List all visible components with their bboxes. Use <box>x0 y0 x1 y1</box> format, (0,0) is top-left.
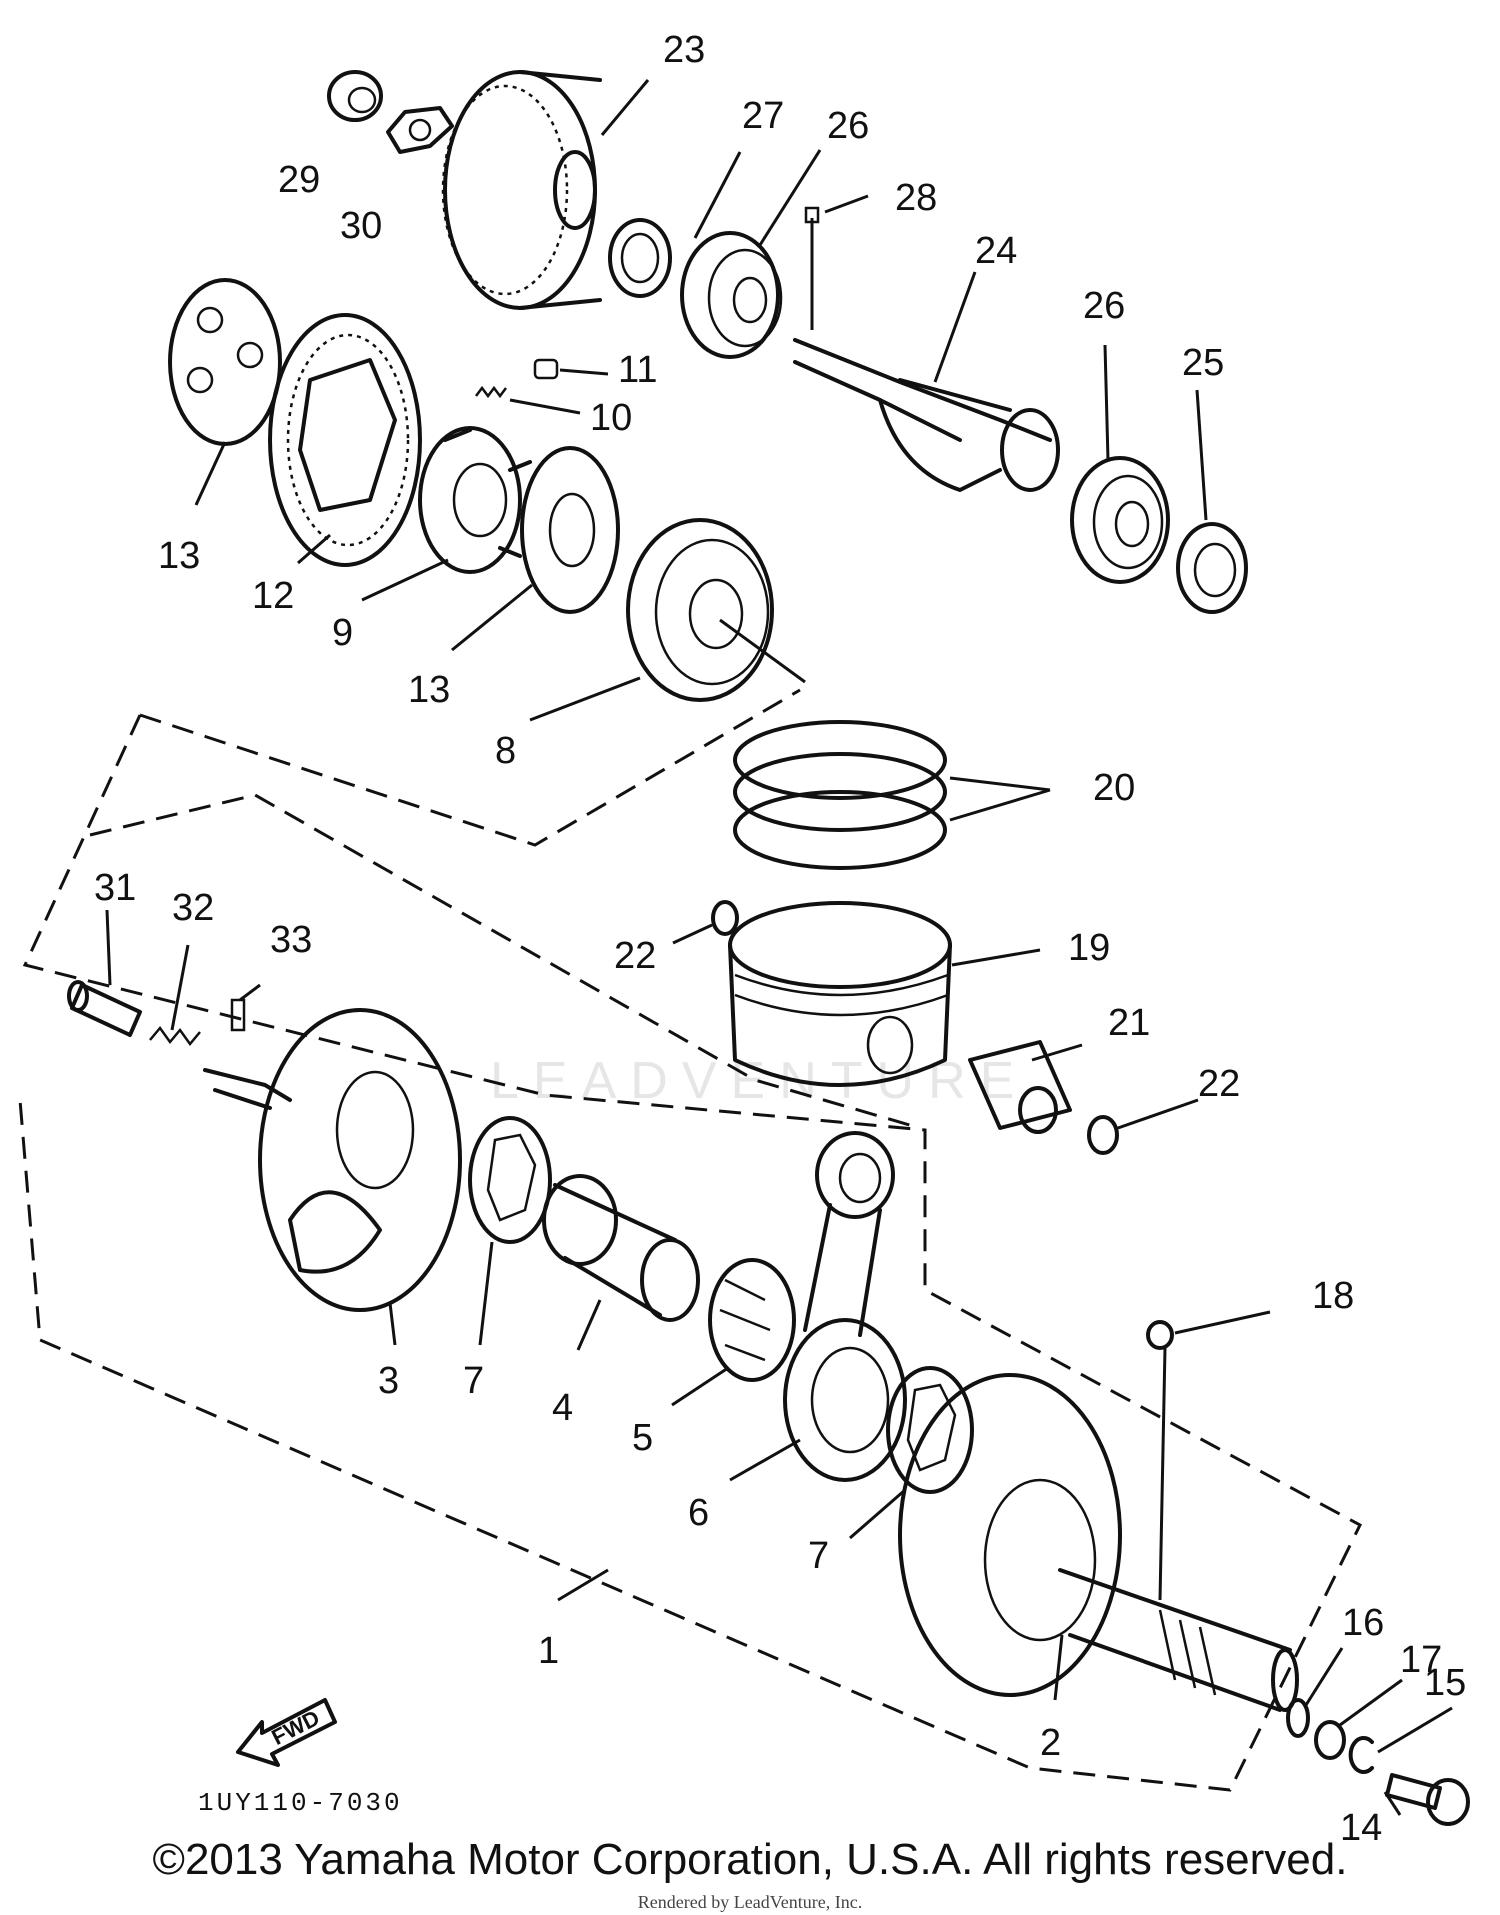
callout-21: 21 <box>1108 1002 1150 1044</box>
part-5-needle-bearing <box>708 1258 796 1382</box>
part-13-plate-upper <box>168 278 282 446</box>
part-30-lock-washer <box>386 106 454 154</box>
part-21-piston-pin <box>968 1040 1072 1134</box>
part-31-bolt <box>67 980 142 1037</box>
callout-19: 19 <box>1068 927 1110 969</box>
callout-29: 29 <box>278 159 320 201</box>
part-32-spring <box>149 1025 201 1047</box>
fwd-arrow-icon: FWD <box>236 1698 337 1767</box>
callout-24: 24 <box>975 230 1017 272</box>
callout-14: 14 <box>1340 1807 1382 1849</box>
assembly-outline-inner <box>89 793 921 1130</box>
callout-20: 20 <box>1093 767 1135 809</box>
part-18-plug <box>1146 1320 1174 1350</box>
callout-9: 9 <box>332 612 353 654</box>
callout-17: 17 <box>1400 1639 1442 1681</box>
part-4-crank-pin <box>542 1174 700 1322</box>
callout-13-upper: 13 <box>158 535 200 577</box>
part-29-nut <box>327 70 383 122</box>
callout-27: 27 <box>742 95 784 137</box>
part-26-bearing-upper <box>680 231 783 359</box>
callout-16: 16 <box>1342 1602 1384 1644</box>
callout-26-upper: 26 <box>827 105 869 147</box>
watermark-text: LEADVENTURE <box>490 1052 1028 1110</box>
part-33-key <box>230 998 246 1032</box>
callout-11: 11 <box>618 349 657 391</box>
part-3-crank-left <box>203 1008 462 1312</box>
callout-26-lower: 26 <box>1083 285 1125 327</box>
copyright-notice: ©2013 Yamaha Motor Corporation, U.S.A. A… <box>152 1835 1348 1884</box>
callout-18: 18 <box>1312 1275 1354 1317</box>
part-15-lock-washer <box>1348 1736 1374 1774</box>
callout-15: 15 <box>1424 1662 1466 1704</box>
leader-lines <box>105 79 1453 1816</box>
callout-32: 32 <box>172 887 214 929</box>
callout-1: 1 <box>538 1630 559 1672</box>
callout-25: 25 <box>1182 342 1224 384</box>
part-19-piston <box>728 901 952 1087</box>
callout-30: 30 <box>340 205 382 247</box>
callout-28: 28 <box>895 177 937 219</box>
callout-23: 23 <box>663 29 705 71</box>
callout-10: 10 <box>590 397 632 439</box>
assembly-outline-main <box>18 688 1362 1792</box>
part-24-balancer-shaft <box>793 338 1060 492</box>
part-13-plate-lower <box>520 446 620 614</box>
part-2-crank-right <box>898 1373 1299 1712</box>
part-7-washer-right <box>886 1366 974 1494</box>
callout-22-lower: 22 <box>1198 1063 1240 1105</box>
callout-7-right: 7 <box>808 1535 829 1577</box>
part-20-piston-rings <box>733 720 947 870</box>
part-27-washer <box>608 218 672 298</box>
reference-code: 1UY110-7030 <box>198 1788 403 1818</box>
part-17-washer <box>1314 1720 1346 1760</box>
part-22-circlip-upper <box>711 900 739 936</box>
part-8-main-bearing <box>626 518 774 702</box>
callout-2: 2 <box>1040 1722 1061 1764</box>
callout-33: 33 <box>270 919 312 961</box>
callout-5: 5 <box>632 1417 653 1459</box>
part-23-primary-gear <box>441 70 602 310</box>
callout-12: 12 <box>252 575 294 617</box>
callout-22-upper: 22 <box>614 935 656 977</box>
part-10-spring <box>475 385 507 399</box>
part-6-connecting-rod <box>783 1131 907 1482</box>
part-12-balancer-drive-gear <box>268 313 422 567</box>
part-7-washer-left <box>468 1116 552 1244</box>
part-22-circlip-lower <box>1087 1115 1119 1155</box>
part-26-bearing-lower <box>1070 456 1170 584</box>
callout-7-left: 7 <box>463 1360 484 1402</box>
callout-8: 8 <box>495 730 516 772</box>
callout-4: 4 <box>552 1387 573 1429</box>
rendered-by-credit: Rendered by LeadVenture, Inc. <box>637 1892 863 1912</box>
callout-6: 6 <box>688 1492 709 1534</box>
part-11-pin <box>533 358 559 380</box>
part-25-oil-seal <box>1176 522 1248 614</box>
callout-3: 3 <box>378 1360 399 1402</box>
part-9-damper-hub <box>418 426 532 574</box>
callout-13-lower: 13 <box>408 669 450 711</box>
part-16-o-ring <box>1286 1698 1310 1738</box>
callout-31: 31 <box>94 867 136 909</box>
part-14-bolt <box>1385 1773 1470 1826</box>
